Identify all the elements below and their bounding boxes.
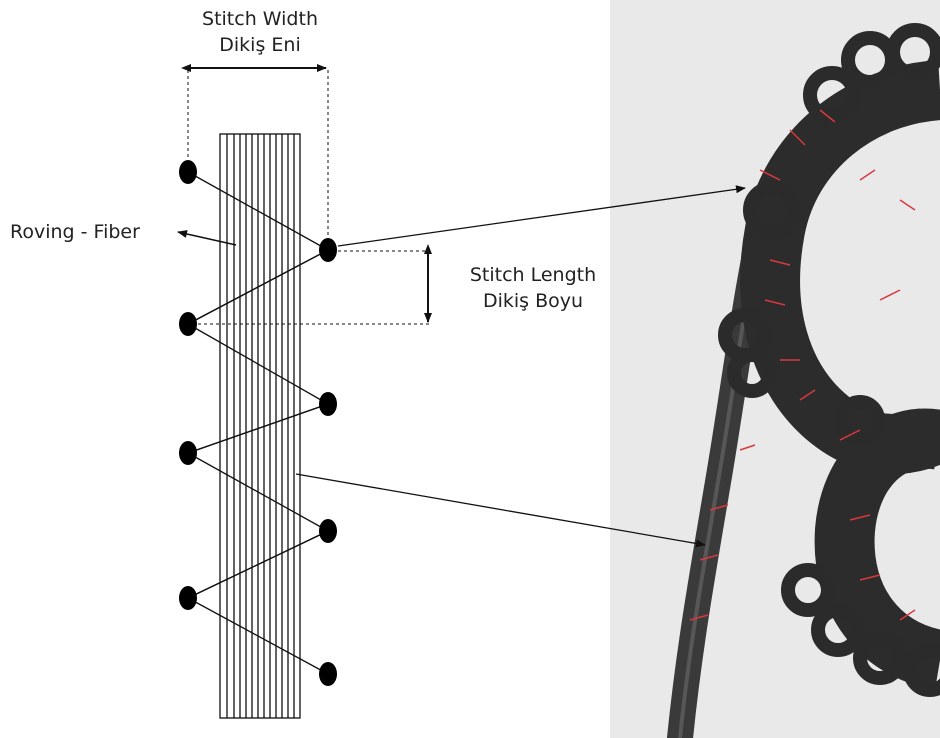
- stitch-point: [319, 392, 337, 416]
- stitch-point: [319, 519, 337, 543]
- stitch-length-english: Stitch Length: [448, 262, 618, 288]
- stitch-point: [179, 312, 197, 336]
- stitched-preform-photo: [610, 0, 940, 738]
- stitch-width-label: Stitch Width Dikiş Eni: [180, 6, 340, 58]
- stitch-length-label: Stitch Length Dikiş Boyu: [448, 262, 618, 314]
- fiber-bundle: [220, 134, 300, 718]
- stitch-point: [179, 160, 197, 184]
- stitch-point: [319, 662, 337, 686]
- stitch-width-turkish: Dikiş Eni: [180, 32, 340, 58]
- stitch-width-english: Stitch Width: [180, 6, 340, 32]
- roving-fiber-label: Roving - Fiber: [10, 219, 140, 245]
- stitch-point: [179, 586, 197, 610]
- stitch-point: [179, 441, 197, 465]
- stitch-point: [319, 238, 337, 262]
- stitch-length-turkish: Dikiş Boyu: [448, 288, 618, 314]
